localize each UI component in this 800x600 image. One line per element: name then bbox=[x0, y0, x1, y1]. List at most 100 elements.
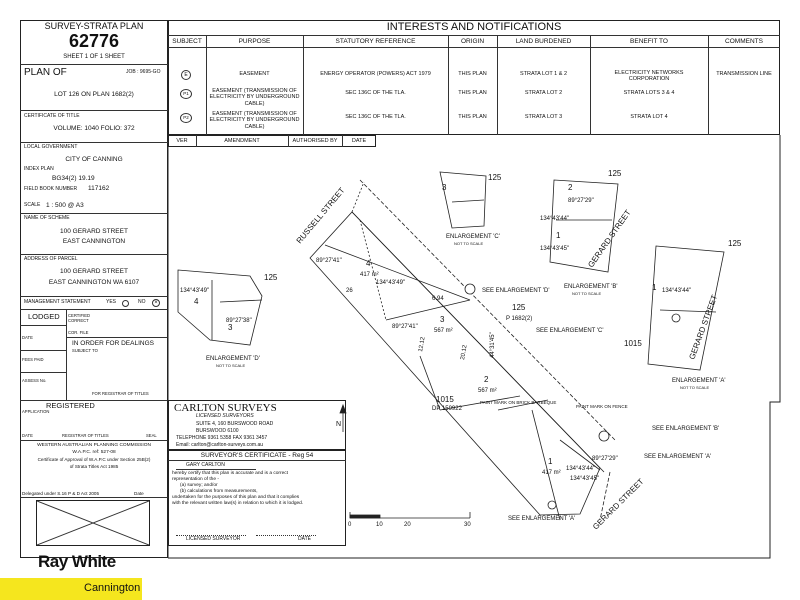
row1-comments: TRANSMISSION LINE bbox=[716, 71, 772, 77]
enlargement-a-label: ENLARGEMENT 'A' bbox=[672, 378, 726, 384]
cert-line4: (b) calculations from measurements, bbox=[180, 489, 258, 494]
header-subject: SUBJECT bbox=[172, 38, 202, 45]
mgmt-yes: YES bbox=[106, 299, 117, 305]
gerard-street-label-2: GERARD STREET bbox=[687, 294, 719, 361]
dist-12-12: 12.12 bbox=[418, 336, 427, 352]
enlargement-c-nts: NOT TO SCALE bbox=[454, 241, 483, 246]
bearing-5: 89°27'29" bbox=[568, 198, 594, 204]
no-checkbox-icon[interactable]: × bbox=[152, 299, 160, 307]
registered-label: REGISTERED bbox=[46, 401, 95, 410]
surveyor-firm-box bbox=[168, 400, 346, 450]
paint-mark-fence: PAINT MARK ON FENCE bbox=[576, 404, 628, 409]
interests-title: INTERESTS AND NOTIFICATIONS bbox=[386, 21, 562, 33]
bearing-6: 89°27'38" bbox=[226, 318, 252, 324]
lodged-label: LODGED bbox=[28, 312, 60, 321]
lot-125-label-1: 125 bbox=[488, 173, 502, 182]
north-label: N bbox=[336, 421, 341, 428]
mgmt-statement: MANAGEMENT STATEMENT bbox=[24, 299, 91, 305]
lot-1015-label-2: 1015 bbox=[624, 339, 642, 348]
brand-office: Cannington bbox=[84, 582, 141, 594]
address-label: ADDRESS OF PARCEL bbox=[24, 256, 78, 262]
dist-26: 26 bbox=[346, 288, 353, 294]
assess-no: ASSESS No. bbox=[22, 378, 47, 383]
job-number: JOB : 9695-GO bbox=[126, 69, 161, 75]
plan-of-label: PLAN OF bbox=[24, 67, 67, 78]
firm-subtitle: LICENSED SURVEYORS bbox=[196, 413, 254, 419]
enl-b-lot-1: 1 bbox=[556, 231, 561, 240]
lot-1-area: 417 m² bbox=[542, 470, 561, 476]
mgmt-no: NO bbox=[138, 299, 146, 305]
enl-a-lot-1: 1 bbox=[652, 283, 657, 292]
dp-label: DP 159922 bbox=[432, 406, 463, 412]
gerard-street-label-3: GERARD STREET bbox=[591, 477, 646, 532]
interests-table bbox=[168, 20, 780, 135]
row3-burdened: STRATA LOT 3 bbox=[524, 114, 563, 120]
row2-benefit: STRATA LOTS 3 & 4 bbox=[623, 90, 675, 96]
wapc-ref: W.A.P.C. ref: 527-08 bbox=[72, 450, 116, 455]
lot-125-label-3: 125 bbox=[728, 239, 742, 248]
row1-burdened: STRATA LOT 1 & 2 bbox=[519, 71, 568, 77]
lot-125-label-4: 125 bbox=[264, 273, 278, 282]
header-reference: STATUTORY REFERENCE bbox=[335, 38, 416, 45]
enlargement-b bbox=[549, 179, 619, 273]
address-line1: 100 GERARD STREET bbox=[60, 268, 128, 275]
field-book: 117162 bbox=[88, 185, 110, 192]
dist-20-12: 20.12 bbox=[460, 344, 469, 360]
cert-line2: representation of the - bbox=[172, 477, 219, 482]
scheme-line1: 100 GERARD STREET bbox=[60, 228, 128, 235]
enl-d-lot-4: 4 bbox=[194, 297, 199, 306]
row2-origin: THIS PLAN bbox=[458, 90, 487, 96]
row2-purpose: EASEMENT (TRANSMISSION OF ELECTRICITY BY… bbox=[209, 88, 300, 107]
field-book-label: FIELD BOOK NUMBER bbox=[24, 186, 78, 192]
header-burdened: LAND BURDENED bbox=[515, 38, 572, 45]
bearing-main-3: 134°43'45" bbox=[570, 476, 599, 482]
enlargement-d-nts: NOT TO SCALE bbox=[216, 363, 245, 368]
certificate-label: CERTIFICATE OF TITLE bbox=[24, 113, 80, 119]
scale-label: SCALE bbox=[24, 202, 41, 208]
bearing-main-1: 89°27'41" bbox=[392, 324, 418, 330]
firm-phone: TELEPHONE 9361 5358 FAX 9361 3457 bbox=[176, 435, 268, 441]
application-label: APPLICATION bbox=[22, 409, 50, 414]
bearing-main-4: 89°27'29" bbox=[592, 456, 618, 462]
row1-origin: THIS PLAN bbox=[458, 71, 487, 77]
row1-benefit: ELECTRICITY NETWORKS CORPORATION bbox=[614, 70, 684, 83]
yes-checkbox-icon[interactable] bbox=[122, 300, 129, 307]
cert-line3: (a) survey; and/or bbox=[180, 483, 218, 488]
russell-street-label: RUSSELL STREET bbox=[295, 186, 347, 245]
subject-e-icon: E bbox=[181, 70, 191, 80]
enlargement-b-nts: NOT TO SCALE bbox=[572, 291, 601, 296]
subject-p1-icon: P1 bbox=[180, 89, 192, 99]
local-gov-label: LOCAL GOVERNMENT bbox=[24, 144, 78, 150]
enlargement-d bbox=[177, 269, 263, 346]
fees-paid: FEES PAID bbox=[22, 357, 44, 362]
scale-tick-10: 10 bbox=[376, 522, 383, 528]
enlargement-a-nts: NOT TO SCALE bbox=[680, 385, 709, 390]
enl-b-lot-2: 2 bbox=[568, 183, 573, 192]
scale-tick-20: 20 bbox=[404, 522, 411, 528]
surveyor-name: GARY CARLTON bbox=[186, 462, 225, 468]
enlargement-d-label: ENLARGEMENT 'D' bbox=[206, 356, 260, 362]
cert-line5: undertaken for the purposes of this plan… bbox=[172, 495, 300, 500]
lot-description: LOT 126 ON PLAN 1682(2) bbox=[54, 91, 134, 98]
lot-3-label: 3 bbox=[440, 315, 445, 324]
wapc-title: WESTERN AUSTRALIAN PLANNING COMMISSION bbox=[37, 443, 151, 448]
scale-tick-30: 30 bbox=[464, 522, 471, 528]
in-order: IN ORDER FOR DEALINGS bbox=[72, 340, 154, 347]
bearing-7: 44°31'45" bbox=[490, 332, 496, 358]
see-enlargement-b: SEE ENLARGEMENT 'B' bbox=[652, 426, 719, 432]
enlargement-c-label: ENLARGEMENT 'C' bbox=[446, 234, 500, 240]
row1-purpose: EASEMENT bbox=[239, 71, 270, 77]
lot-4-label: 4 bbox=[366, 259, 371, 268]
scale-tick-0: 0 bbox=[348, 522, 352, 528]
header-benefit: BENEFIT TO bbox=[630, 38, 668, 45]
easement-e-marker-icon bbox=[547, 500, 557, 510]
see-enlargement-c: SEE ENLARGEMENT 'C' bbox=[536, 328, 604, 334]
bearing-main-2: 134°43'44" bbox=[566, 466, 595, 472]
row3-benefit: STRATA LOT 4 bbox=[630, 114, 668, 120]
bearing-2: 134°43'49" bbox=[376, 280, 405, 286]
scheme-line2: EAST CANNINGTON bbox=[62, 238, 126, 245]
cert-date: DATE bbox=[298, 536, 311, 542]
see-enlargement-a: SEE ENLARGEMENT 'A' bbox=[644, 454, 711, 460]
delegated: Delegated under S.16 P & D Act 2005 bbox=[22, 491, 100, 496]
date-lodged: DATE bbox=[22, 335, 33, 340]
